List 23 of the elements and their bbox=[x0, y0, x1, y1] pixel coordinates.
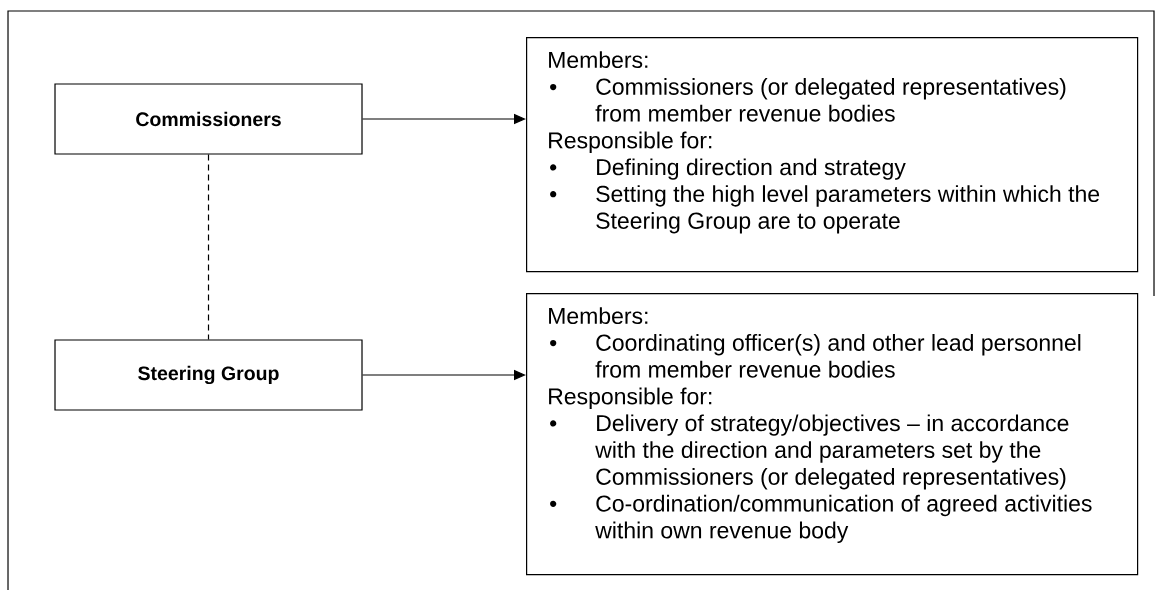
connector-line bbox=[207, 154, 210, 340]
description-box bbox=[526, 293, 1139, 576]
section-heading: Responsible for: bbox=[549, 387, 712, 410]
bullet: • bbox=[550, 164, 557, 171]
bullet-item: Coordinating officer(s) and other lead personnel from member revenue bodies bbox=[595, 334, 1081, 378]
bullet: • bbox=[550, 339, 557, 347]
section-heading: Responsible for: bbox=[549, 131, 712, 154]
bullet: • bbox=[550, 191, 557, 198]
section-heading: Members: bbox=[549, 51, 648, 69]
description-box bbox=[526, 37, 1139, 273]
role-box bbox=[54, 339, 363, 411]
role-box bbox=[54, 83, 363, 155]
box-title: Steering Group bbox=[138, 365, 279, 385]
bullet: • bbox=[550, 420, 557, 427]
bullet: • bbox=[550, 83, 557, 91]
bullet-item: Commissioners (or delegated representatives) from member revenue bodies bbox=[595, 78, 1066, 122]
bullet: • bbox=[550, 500, 557, 507]
bullet-item: Defining direction and strategy bbox=[597, 158, 906, 180]
section-heading: Members: bbox=[549, 307, 648, 325]
bullet-item: Co-ordination/communication of agreed activities within own revenue body bbox=[595, 494, 1092, 544]
bullet-item: Delivery of strategy/objectives – in accordance with the direction and parameters set by the Commissioners (or delegated representatives) bbox=[595, 414, 1069, 490]
bullet-item: Setting the high level parameters within which the Steering Group are to operate bbox=[596, 185, 1100, 234]
box-title: Commissioners bbox=[136, 111, 281, 127]
